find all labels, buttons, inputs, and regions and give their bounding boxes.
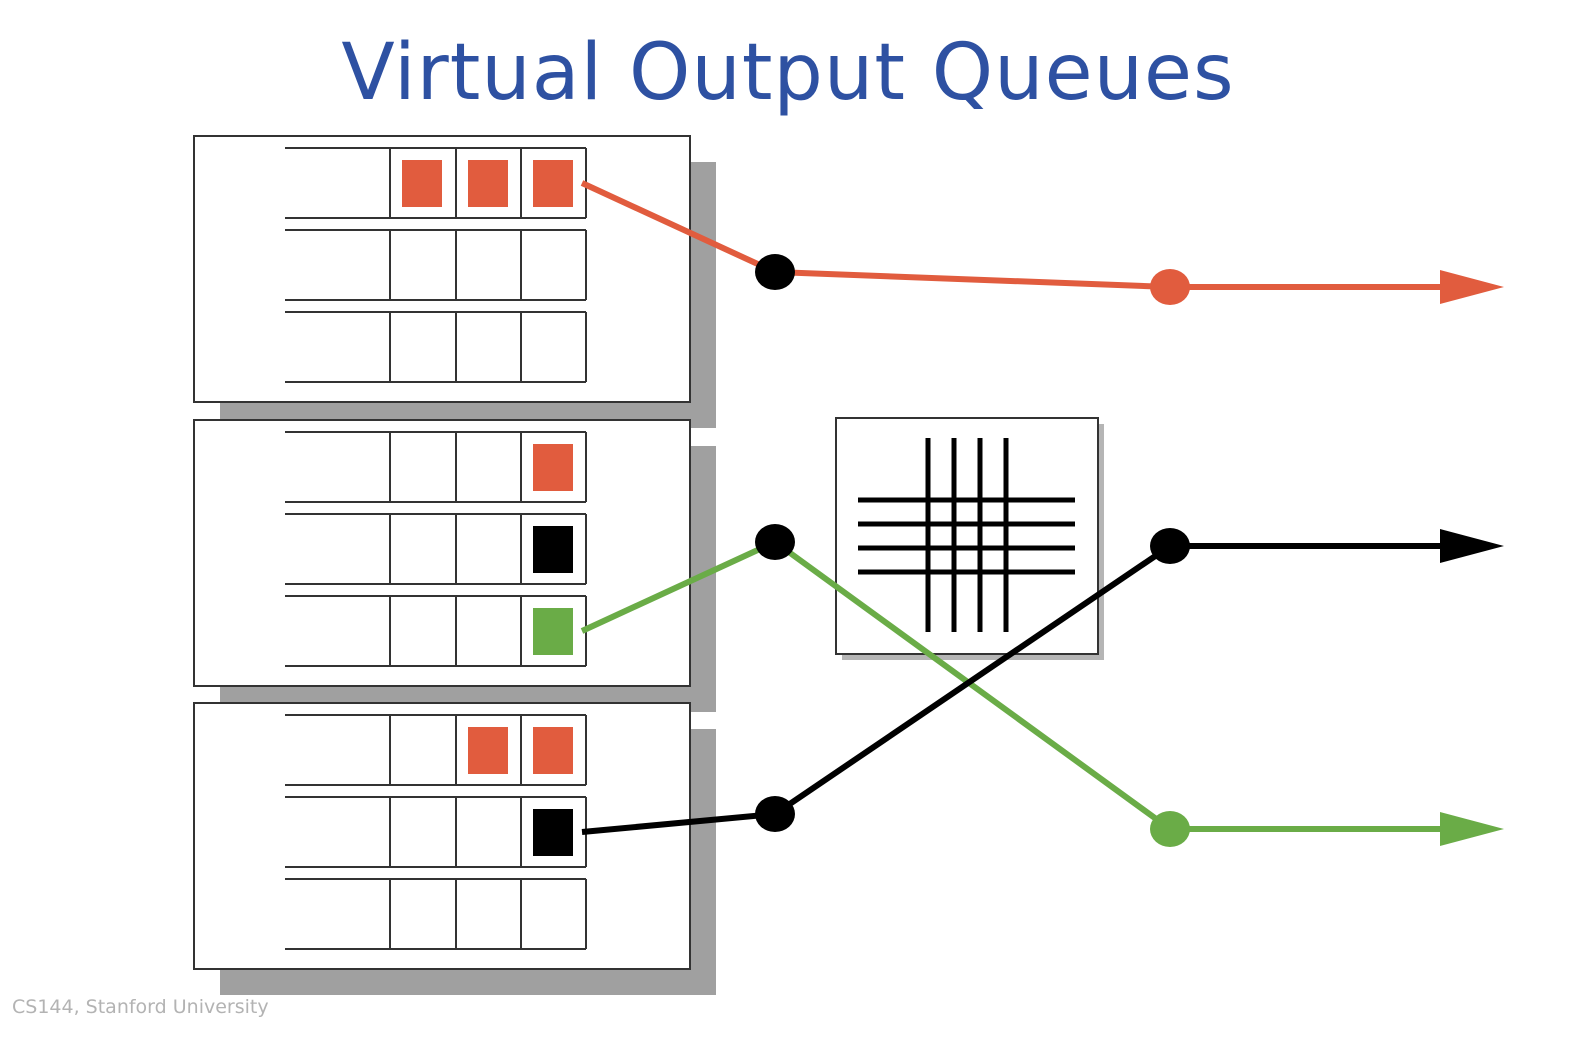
virtual-output-queue [285, 796, 587, 868]
packet-red [468, 160, 508, 207]
red-flow [580, 180, 1504, 305]
packet-red [533, 727, 573, 774]
output-arrowhead [1440, 270, 1504, 304]
input-node [755, 254, 795, 290]
input-box [193, 702, 691, 970]
green-flow [580, 524, 1504, 847]
output-node [1150, 528, 1190, 564]
output-arrowhead [1440, 529, 1504, 563]
input-box [193, 419, 691, 687]
flow-line [580, 180, 1445, 290]
slide-footer: CS144, Stanford University [12, 996, 269, 1018]
output-node [1150, 269, 1190, 305]
flow-line [581, 543, 1445, 835]
crossbar-grid-icon [835, 417, 1104, 660]
virtual-output-queue [285, 595, 587, 667]
slide-title: Virtual Output Queues [341, 28, 1235, 118]
packet-black [533, 809, 573, 856]
black-flow [581, 528, 1504, 835]
packet-green [533, 608, 573, 655]
flow-line [580, 539, 1445, 832]
virtual-output-queue [285, 147, 587, 219]
input-3-box [193, 702, 716, 995]
packet-red [468, 727, 508, 774]
virtual-output-queue [285, 878, 587, 950]
packet-red [533, 444, 573, 491]
virtual-output-queue [285, 229, 587, 301]
input-2-box [193, 419, 716, 712]
input-node [755, 796, 795, 832]
output-node [1150, 811, 1190, 847]
virtual-output-queue [285, 431, 587, 503]
packet-black [533, 526, 573, 573]
virtual-output-queue [285, 513, 587, 585]
input-node [755, 524, 795, 560]
virtual-output-queue [285, 714, 587, 786]
virtual-output-queue [285, 311, 587, 383]
output-arrowhead [1440, 812, 1504, 846]
packet-red [402, 160, 442, 207]
input-1-box [193, 135, 716, 428]
packet-red [533, 160, 573, 207]
